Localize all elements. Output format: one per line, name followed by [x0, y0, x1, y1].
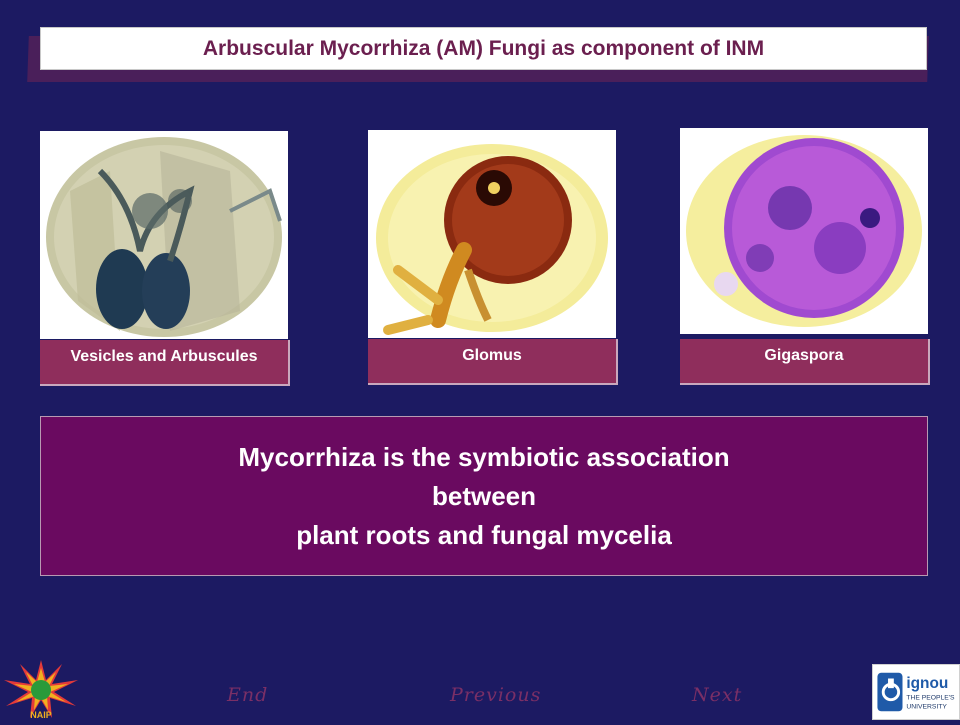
- caption-glomus: Glomus: [368, 339, 618, 385]
- caption-label: Vesicles and Arbuscules: [70, 348, 258, 365]
- naip-logo-text: NAIP: [30, 710, 52, 720]
- ignou-brand-text: ignou: [906, 675, 948, 692]
- title-banner: Arbuscular Mycorrhiza (AM) Fungi as comp…: [40, 27, 927, 70]
- definition-line-2: between: [431, 480, 537, 511]
- definition-line-1: Mycorrhiza is the symbiotic association: [238, 441, 730, 472]
- ignou-tagline-1: THE PEOPLE'S: [906, 695, 955, 702]
- vesicles-arbuscules-image: [40, 131, 288, 339]
- caption-vesicles-arbuscules: Vesicles and Arbuscules: [40, 340, 290, 386]
- caption-gigaspora: Gigaspora: [680, 339, 930, 385]
- glomus-image: [368, 130, 616, 338]
- end-link[interactable]: End: [227, 684, 269, 706]
- definition-line-3: plant roots and fungal mycelia: [296, 519, 672, 550]
- caption-label: Gigaspora: [764, 347, 844, 364]
- definition-box: Mycorrhiza is the symbiotic association …: [40, 416, 928, 576]
- next-link[interactable]: Next: [692, 684, 743, 706]
- slide-title: Arbuscular Mycorrhiza (AM) Fungi as comp…: [202, 36, 765, 60]
- naip-logo: NAIP: [0, 656, 82, 720]
- ignou-tagline-2: UNIVERSITY: [906, 703, 947, 710]
- previous-link[interactable]: Previous: [450, 684, 542, 706]
- caption-label: Glomus: [462, 347, 522, 364]
- ignou-logo: ignou THE PEOPLE'S UNIVERSITY: [872, 664, 960, 720]
- gigaspora-image: [680, 128, 928, 334]
